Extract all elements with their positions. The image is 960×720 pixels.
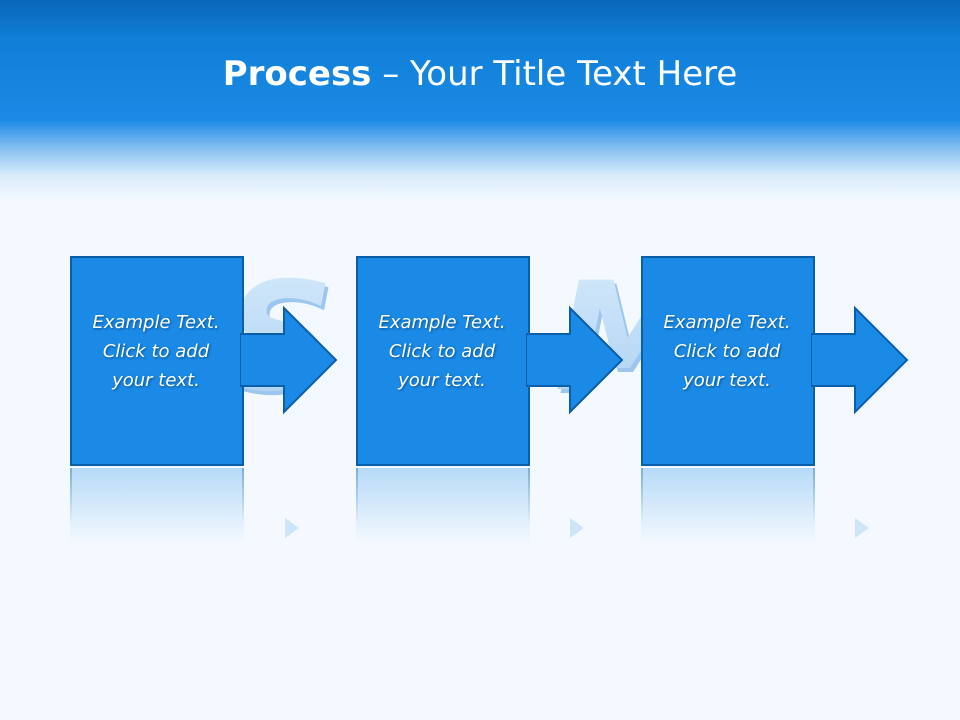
title-rest: – Your Title Text Here — [371, 54, 738, 94]
step-box — [70, 256, 244, 466]
arrow-reflection — [285, 518, 299, 538]
title-bold-word: Process — [222, 54, 372, 94]
arrow-right-icon — [240, 305, 338, 415]
step-reflection — [356, 468, 530, 543]
step-text[interactable]: Example Text. Click to add your text. — [92, 312, 220, 391]
header-band — [0, 0, 960, 200]
arrow-reflection — [570, 518, 584, 538]
step-text[interactable]: Example Text. Click to add your text. — [378, 312, 506, 391]
process-step-1[interactable]: Example Text. Click to add your text. — [70, 256, 338, 466]
arrow-right-icon — [811, 305, 909, 415]
step-text[interactable]: Example Text. Click to add your text. — [663, 312, 791, 391]
step-reflection — [641, 468, 815, 543]
arrow-right-icon — [526, 305, 624, 415]
process-step-2[interactable]: Example Text. Click to add your text. — [356, 256, 624, 466]
arrow-reflection — [855, 518, 869, 538]
process-step-3[interactable]: Example Text. Click to add your text. — [641, 256, 909, 466]
slide-title[interactable]: Process – Your Title Text Here — [0, 52, 960, 96]
step-reflection — [70, 468, 244, 543]
